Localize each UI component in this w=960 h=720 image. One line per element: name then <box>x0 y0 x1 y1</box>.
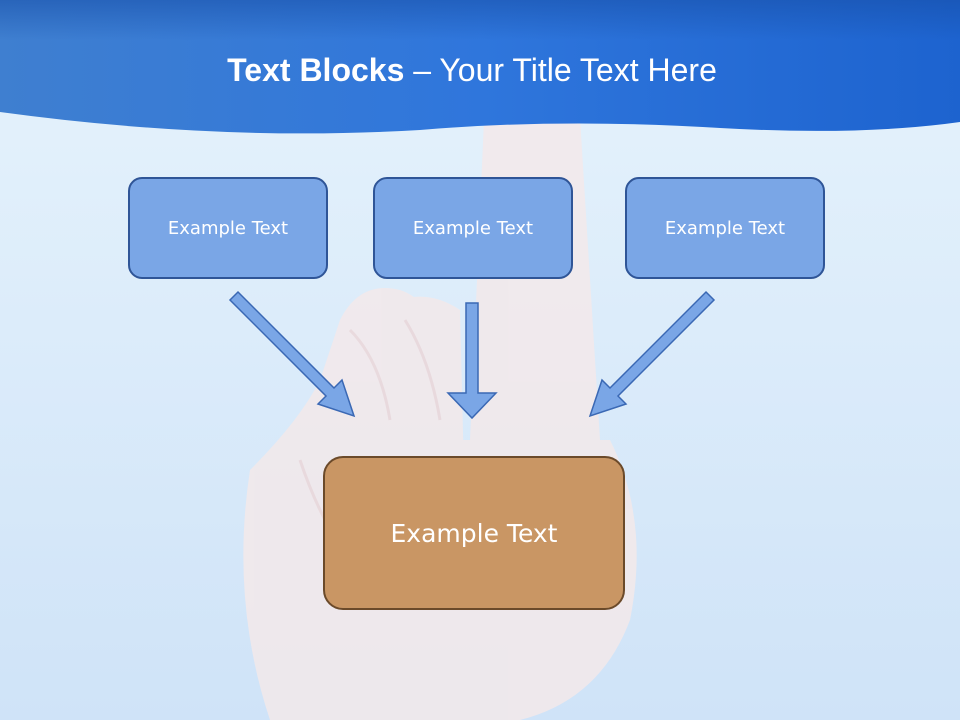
text-block-middle-label: Example Text <box>412 217 534 239</box>
title-bold: Text Blocks <box>227 52 405 88</box>
text-block-center-label: Example Text <box>390 518 558 548</box>
slide-title: Text Blocks – Your Title Text Here <box>0 52 944 89</box>
title-rest: – Your Title Text Here <box>404 52 717 88</box>
title-banner <box>0 0 960 134</box>
text-block-right-label: Example Text <box>664 217 786 239</box>
text-block-right: Example Text <box>625 177 825 279</box>
arrow-right <box>588 290 716 418</box>
text-block-center: Example Text <box>323 456 625 610</box>
arrow-middle <box>446 302 498 420</box>
arrow-left <box>228 290 356 418</box>
text-block-left: Example Text <box>128 177 328 279</box>
text-block-middle: Example Text <box>373 177 573 279</box>
text-block-left-label: Example Text <box>167 217 289 239</box>
